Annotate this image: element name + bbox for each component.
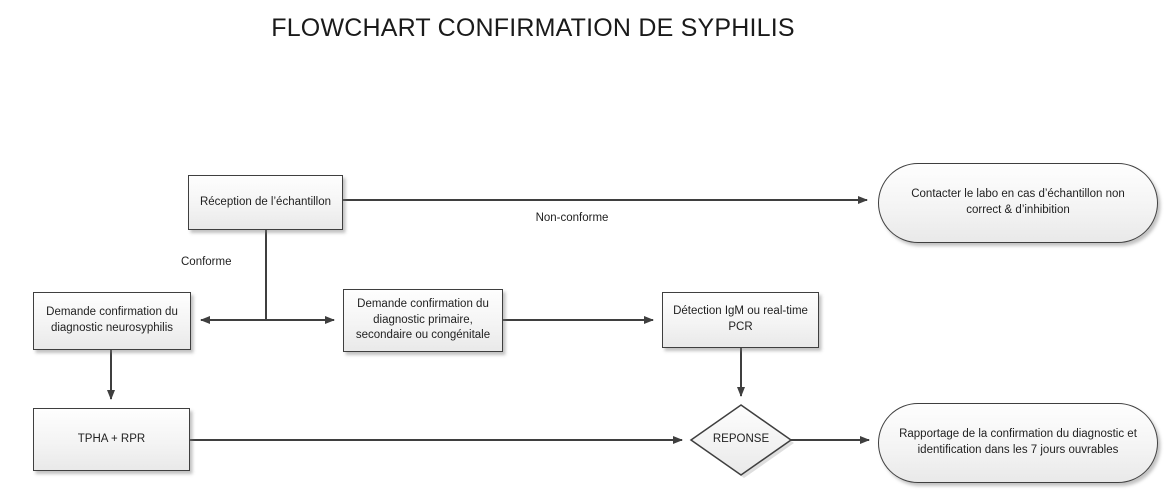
node-rapportage: Rapportage de la confirmation du diagnos… (878, 403, 1158, 483)
node-primaire-label: Demande confirmation du diagnostic prima… (355, 298, 491, 342)
node-neurosyphilis: Demande confirmation du diagnostic neuro… (33, 292, 191, 350)
node-detection: Détection IgM ou real-time PCR (662, 292, 819, 348)
node-reponse-label: REPONSE (712, 433, 770, 445)
edge-label-conforme: Conforme (181, 256, 232, 268)
node-reponse-diamond (689, 404, 793, 476)
node-reception-label: Réception de l’échantillon (199, 195, 332, 208)
node-reception: Réception de l’échantillon (188, 175, 343, 230)
diagram-title: FLOWCHART CONFIRMATION DE SYPHILIS (271, 14, 795, 42)
edge-label-non-conforme: Non-conforme (535, 212, 609, 224)
node-rapportage-label: Rapportage de la confirmation du diagnos… (899, 428, 1137, 456)
node-neurosyphilis-label: Demande confirmation du diagnostic neuro… (46, 306, 178, 334)
node-primaire: Demande confirmation du diagnostic prima… (343, 289, 503, 352)
node-contact-labo: Contacter le labo en cas d’échantillon n… (878, 163, 1158, 243)
node-tpha-label: TPHA + RPR (77, 432, 146, 445)
node-detection-label: Détection IgM ou real-time PCR (673, 305, 808, 333)
node-contact-labo-label: Contacter le labo en cas d’échantillon n… (911, 188, 1125, 216)
node-tpha: TPHA + RPR (33, 408, 190, 471)
